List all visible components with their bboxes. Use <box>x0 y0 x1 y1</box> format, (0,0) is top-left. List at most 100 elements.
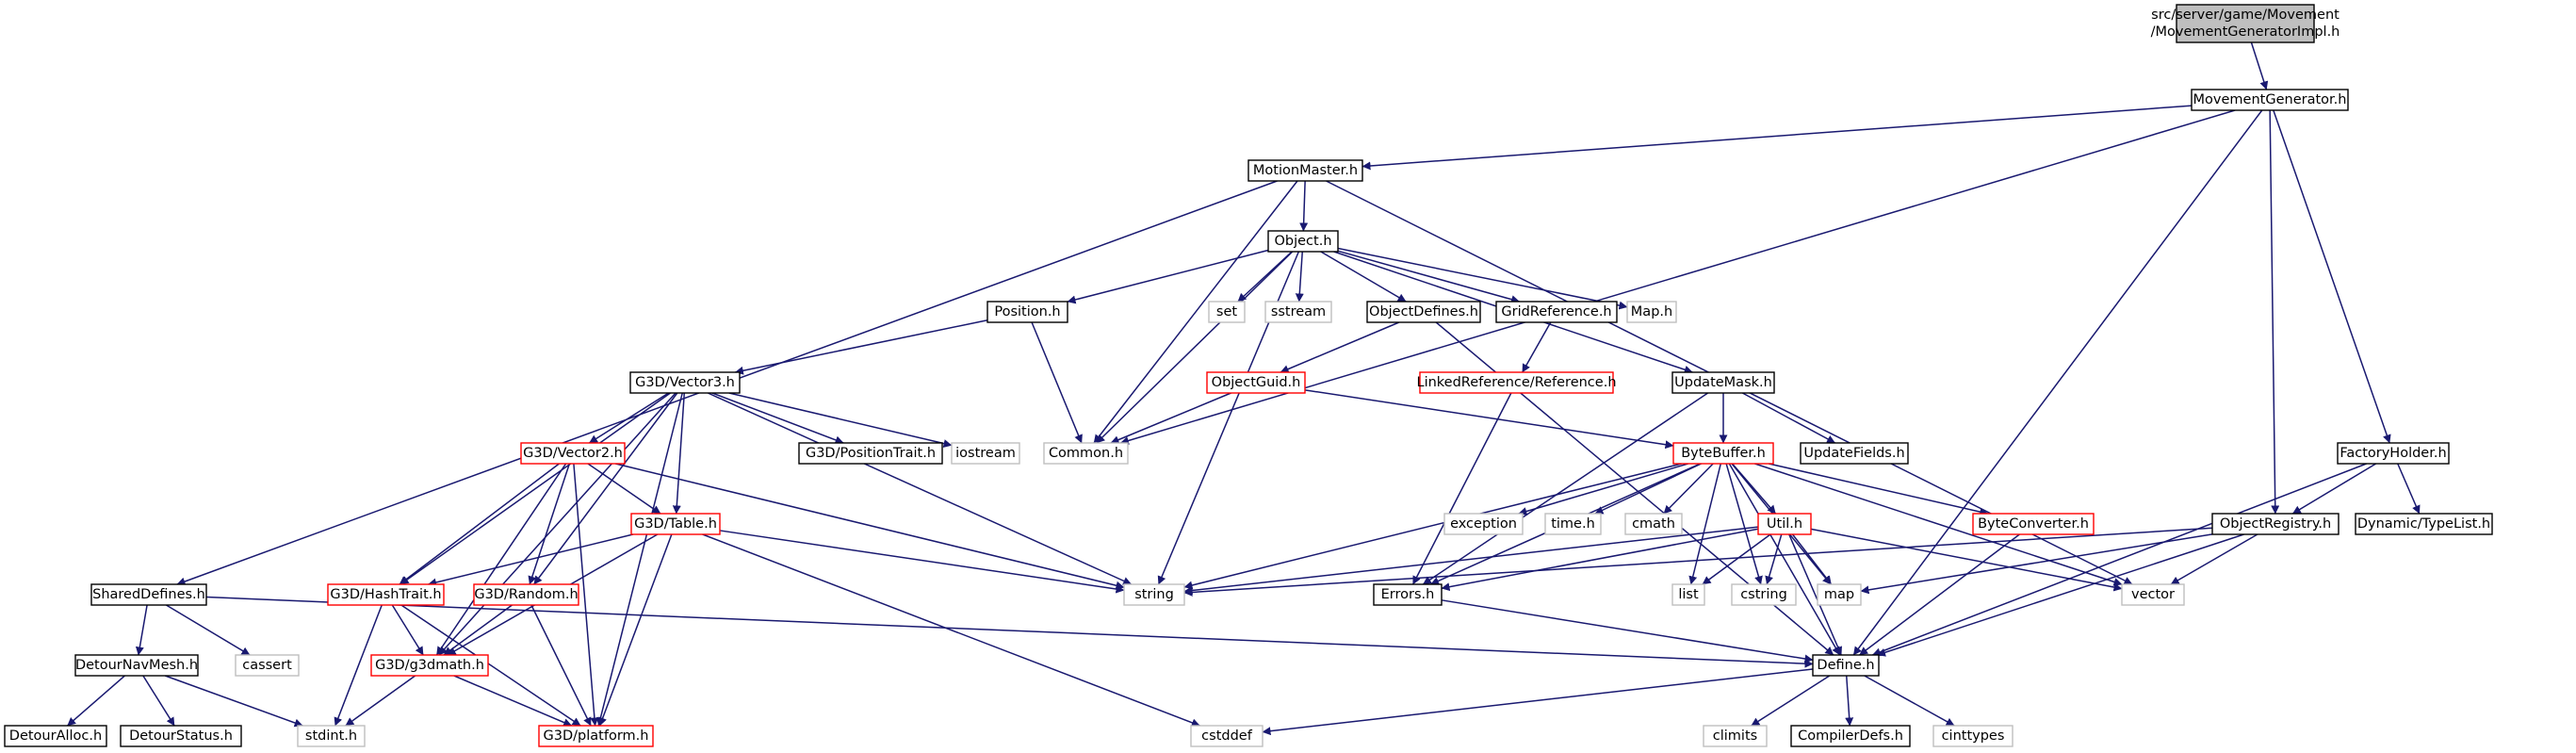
node-gridreference[interactable]: GridReference.h <box>1495 301 1618 323</box>
node-detournavmesh[interactable]: DetourNavMesh.h <box>74 654 199 677</box>
node-box-root[interactable] <box>2176 4 2315 43</box>
node-maph[interactable]: Map.h <box>1626 301 1677 323</box>
node-common[interactable]: Common.h <box>1043 442 1129 465</box>
node-updatemask[interactable]: UpdateMask.h <box>1671 371 1775 394</box>
node-box-stdint[interactable] <box>297 725 366 747</box>
node-box-positiontrait[interactable] <box>798 442 943 465</box>
node-updatefields[interactable]: UpdateFields.h <box>1800 442 1909 465</box>
node-box-vector[interactable] <box>2121 583 2185 606</box>
node-box-updatemask[interactable] <box>1671 371 1775 394</box>
node-box-byteconverter[interactable] <box>1972 513 2095 535</box>
node-factoryholder[interactable]: FactoryHolder.h <box>2337 442 2450 465</box>
node-box-timeh[interactable] <box>1544 513 1602 535</box>
node-box-hashtrait[interactable] <box>327 583 445 606</box>
node-box-objectdefines[interactable] <box>1366 301 1481 323</box>
node-box-random[interactable] <box>473 583 579 606</box>
node-positiontrait[interactable]: G3D/PositionTrait.h <box>798 442 943 465</box>
node-box-linkedref[interactable] <box>1419 371 1614 394</box>
node-box-typelist[interactable] <box>2355 513 2493 535</box>
node-box-errors[interactable] <box>1373 583 1443 606</box>
node-box-map[interactable] <box>1817 583 1862 606</box>
node-sstream[interactable]: sstream <box>1264 301 1332 323</box>
node-box-set[interactable] <box>1208 301 1246 323</box>
node-climits[interactable]: climits <box>1703 725 1768 747</box>
node-motionmaster[interactable]: MotionMaster.h <box>1247 159 1363 182</box>
node-cstddef[interactable]: cstddef <box>1190 725 1264 747</box>
node-box-cmath[interactable] <box>1624 513 1683 535</box>
node-object[interactable]: Object.h <box>1267 230 1339 253</box>
node-box-climits[interactable] <box>1703 725 1768 747</box>
node-box-vector3[interactable] <box>629 371 741 394</box>
node-define[interactable]: Define.h <box>1812 654 1880 677</box>
node-list[interactable]: list <box>1671 583 1705 606</box>
node-root[interactable]: src/server/game/Movement/MovementGenerat… <box>2151 4 2340 43</box>
node-box-define[interactable] <box>1812 654 1880 677</box>
node-box-util[interactable] <box>1757 513 1812 535</box>
node-box-bytebuffer[interactable] <box>1672 442 1774 465</box>
node-box-maph[interactable] <box>1626 301 1677 323</box>
node-set[interactable]: set <box>1208 301 1246 323</box>
node-box-list[interactable] <box>1671 583 1705 606</box>
node-box-factoryholder[interactable] <box>2337 442 2450 465</box>
node-box-movementgen[interactable] <box>2191 89 2349 111</box>
node-cassert[interactable]: cassert <box>235 654 300 677</box>
node-objectdefines[interactable]: ObjectDefines.h <box>1366 301 1481 323</box>
node-box-position[interactable] <box>986 301 1068 323</box>
node-box-object[interactable] <box>1267 230 1339 253</box>
node-errors[interactable]: Errors.h <box>1373 583 1443 606</box>
node-box-detouralloc[interactable] <box>4 725 107 747</box>
node-map[interactable]: map <box>1817 583 1862 606</box>
node-box-sstream[interactable] <box>1264 301 1332 323</box>
node-box-cstddef[interactable] <box>1190 725 1264 747</box>
node-typelist[interactable]: Dynamic/TypeList.h <box>2355 513 2493 535</box>
node-objectregistry[interactable]: ObjectRegistry.h <box>2211 513 2340 535</box>
node-shareddefines[interactable]: SharedDefines.h <box>90 583 207 606</box>
node-iostream[interactable]: iostream <box>951 442 1020 465</box>
node-cstring[interactable]: cstring <box>1731 583 1797 606</box>
node-cinttypes[interactable]: cinttypes <box>1932 725 2014 747</box>
node-box-vector2[interactable] <box>520 442 626 465</box>
node-vector[interactable]: vector <box>2121 583 2185 606</box>
node-vector3[interactable]: G3D/Vector3.h <box>629 371 741 394</box>
node-platform[interactable]: G3D/platform.h <box>538 725 654 747</box>
node-table[interactable]: G3D/Table.h <box>630 513 721 535</box>
node-box-common[interactable] <box>1043 442 1129 465</box>
node-box-g3dmath[interactable] <box>370 654 489 677</box>
node-byteconverter[interactable]: ByteConverter.h <box>1972 513 2095 535</box>
node-box-compilerdefs[interactable] <box>1790 725 1911 747</box>
node-box-iostream[interactable] <box>951 442 1020 465</box>
node-exception[interactable]: exception <box>1443 513 1524 535</box>
node-position[interactable]: Position.h <box>986 301 1068 323</box>
node-box-exception[interactable] <box>1443 513 1524 535</box>
node-compilerdefs[interactable]: CompilerDefs.h <box>1790 725 1911 747</box>
node-stdint[interactable]: stdint.h <box>297 725 366 747</box>
node-box-updatefields[interactable] <box>1800 442 1909 465</box>
node-timeh[interactable]: time.h <box>1544 513 1602 535</box>
node-movementgen[interactable]: MovementGenerator.h <box>2191 89 2349 111</box>
node-util[interactable]: Util.h <box>1757 513 1812 535</box>
node-detouralloc[interactable]: DetourAlloc.h <box>4 725 107 747</box>
node-box-motionmaster[interactable] <box>1247 159 1363 182</box>
node-box-gridreference[interactable] <box>1495 301 1618 323</box>
node-box-cstring[interactable] <box>1731 583 1797 606</box>
node-detourstatus[interactable]: DetourStatus.h <box>120 725 242 747</box>
node-box-cinttypes[interactable] <box>1932 725 2014 747</box>
node-box-cassert[interactable] <box>235 654 300 677</box>
node-g3dmath[interactable]: G3D/g3dmath.h <box>370 654 489 677</box>
node-box-objectregistry[interactable] <box>2211 513 2340 535</box>
node-box-detourstatus[interactable] <box>120 725 242 747</box>
node-box-string[interactable] <box>1123 583 1185 606</box>
node-cmath[interactable]: cmath <box>1624 513 1683 535</box>
node-box-shareddefines[interactable] <box>90 583 207 606</box>
node-box-objectguid[interactable] <box>1206 371 1306 394</box>
node-objectguid[interactable]: ObjectGuid.h <box>1206 371 1306 394</box>
node-random[interactable]: G3D/Random.h <box>473 583 579 606</box>
node-box-detournavmesh[interactable] <box>74 654 199 677</box>
node-string[interactable]: string <box>1123 583 1185 606</box>
node-bytebuffer[interactable]: ByteBuffer.h <box>1672 442 1774 465</box>
node-linkedref[interactable]: LinkedReference/Reference.h <box>1416 371 1617 394</box>
node-box-platform[interactable] <box>538 725 654 747</box>
node-hashtrait[interactable]: G3D/HashTrait.h <box>327 583 445 606</box>
node-vector2[interactable]: G3D/Vector2.h <box>520 442 626 465</box>
node-box-table[interactable] <box>630 513 721 535</box>
